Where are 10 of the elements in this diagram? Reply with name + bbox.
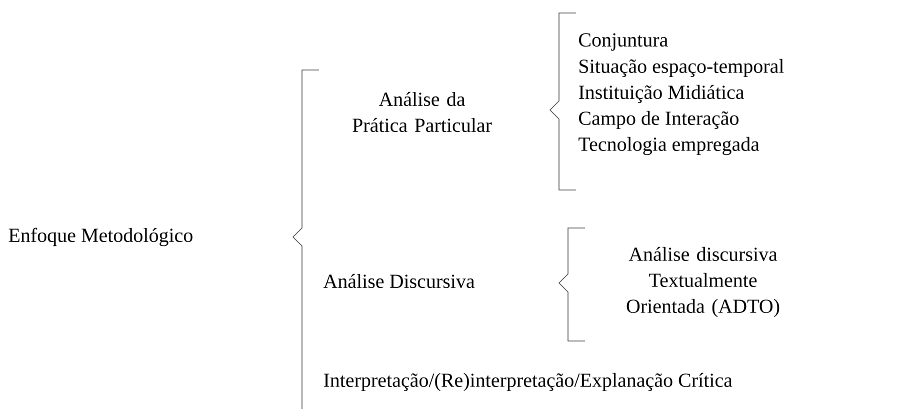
label-text: Campo de Interação <box>579 110 738 130</box>
label-text: Análise Discursiva <box>323 274 475 288</box>
label-text: Análise da Prática Particular <box>352 92 492 132</box>
label-text: Análise discursiva Textualmente Orientada (ADTO) <box>626 246 780 318</box>
label-text: Instituição Midiática <box>578 84 744 104</box>
label-text: Conjuntura <box>579 33 668 51</box>
label-text: Situação espaço-temporal <box>580 58 784 78</box>
label-text: Tecnologia empregada <box>578 136 760 156</box>
label-text: Enfoque Metodológico <box>8 228 192 246</box>
label-text: Interpretação/(Re)interpretação/Explanação Crítica <box>324 372 732 392</box>
